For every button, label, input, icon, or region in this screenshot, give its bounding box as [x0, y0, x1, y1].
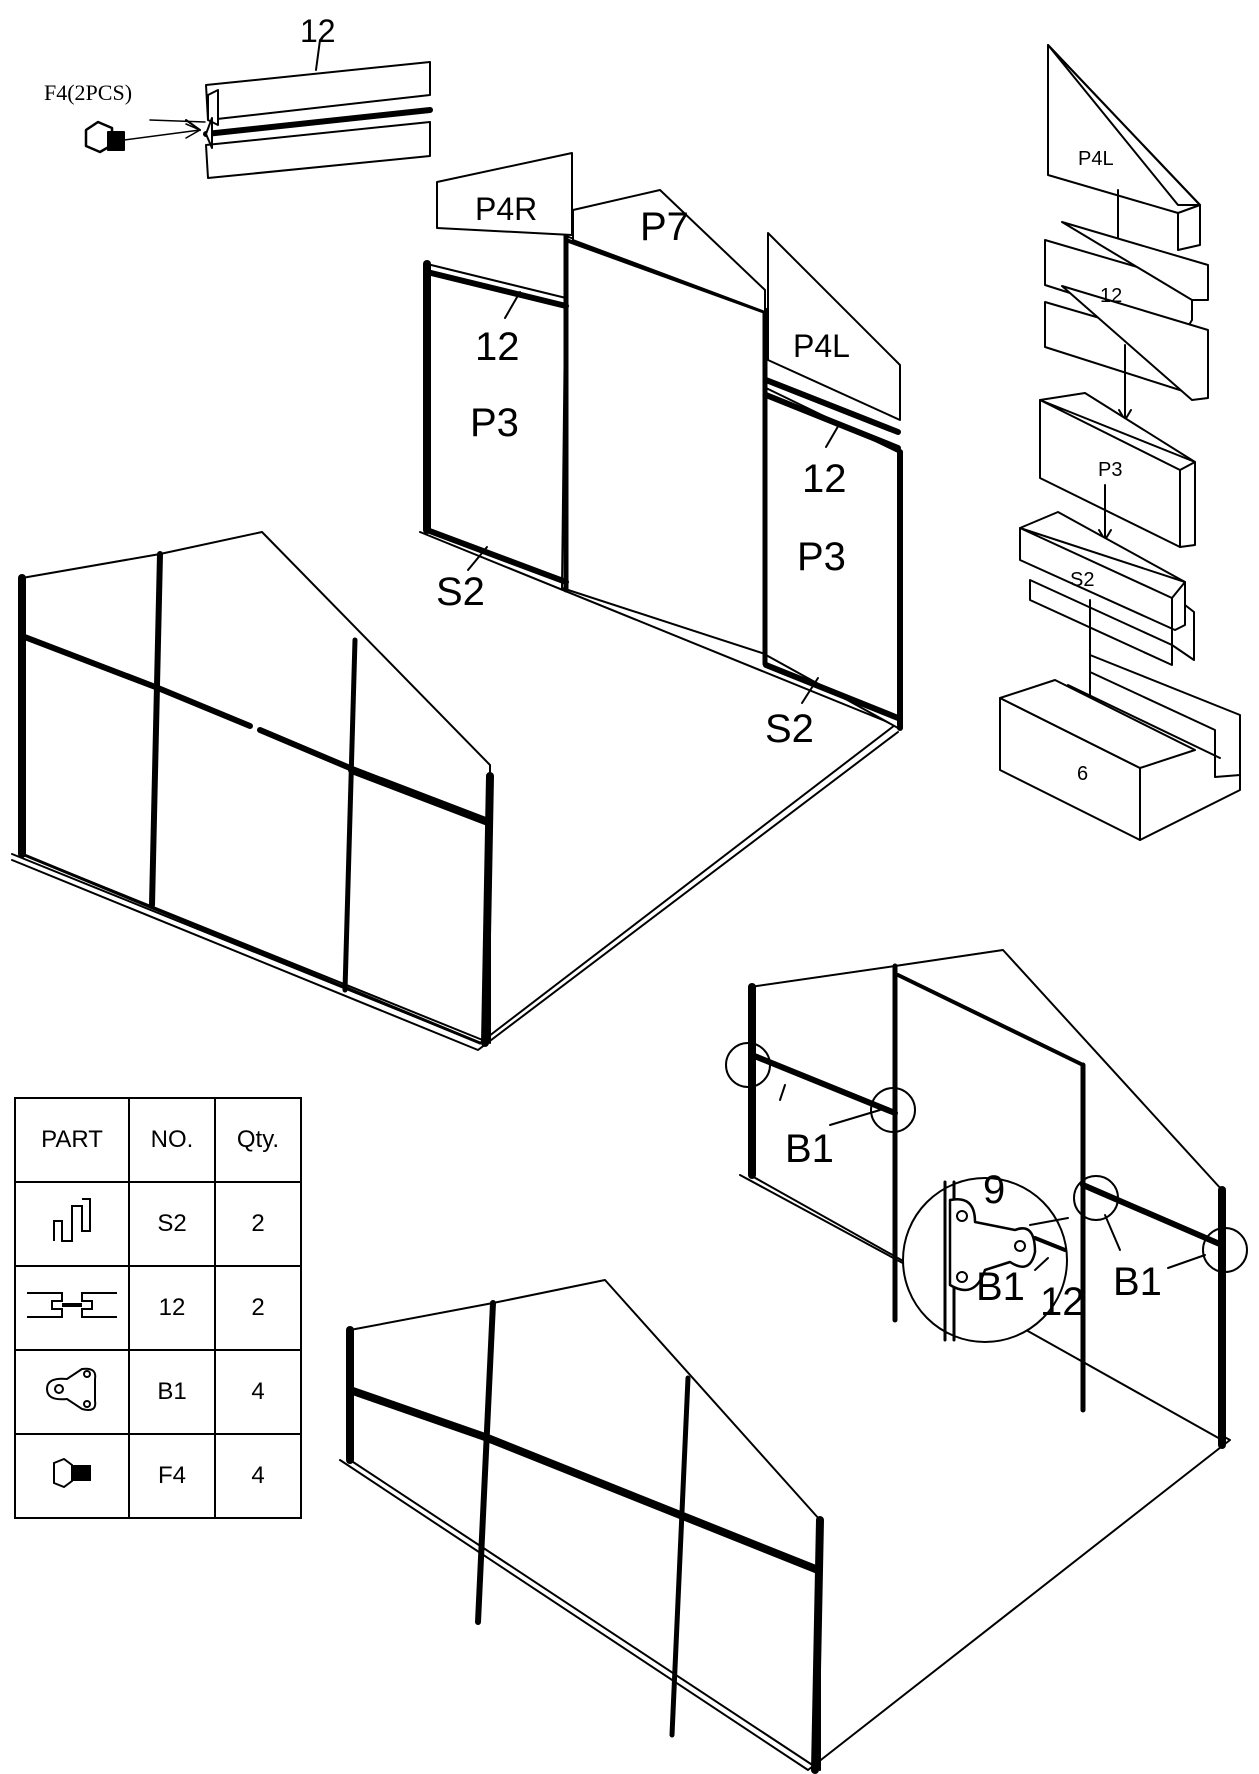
b1-bracket-icon	[14, 1349, 130, 1435]
part-no-cell: F4	[128, 1433, 216, 1519]
label-left-12: 12	[475, 325, 520, 369]
stack-base-6	[999, 654, 1241, 841]
table-row: F4 4	[14, 1433, 302, 1519]
table-row: B1 4	[14, 1349, 302, 1435]
label-f4-2pcs: F4(2PCS)	[44, 80, 132, 105]
stack-profile-s2	[1019, 511, 1195, 666]
back-wall-top	[423, 233, 903, 731]
label-zoom-b1: B1	[976, 1265, 1025, 1309]
label-left-p3: P3	[470, 401, 519, 445]
zoom-detail	[902, 1177, 1069, 1343]
qty-cell: 2	[214, 1181, 302, 1267]
label-left-s2: S2	[436, 570, 485, 614]
part-no-cell: B1	[128, 1349, 216, 1435]
label-stack-p3: P3	[1098, 459, 1122, 481]
label-right-12: 12	[802, 457, 847, 501]
stack-panel-p3	[1039, 392, 1196, 548]
header-no: NO.	[128, 1097, 216, 1183]
label-b1-left: B1	[785, 1127, 834, 1171]
bolt-icon	[14, 1433, 130, 1519]
label-zoom-12: 12	[1040, 1280, 1085, 1324]
h-profile-icon	[14, 1265, 130, 1351]
qty-cell: 4	[214, 1349, 302, 1435]
callout-leaders-top	[467, 291, 841, 704]
label-stack-s2: S2	[1070, 569, 1094, 591]
label-b1-right: B1	[1113, 1260, 1162, 1304]
gable-panels-top	[436, 152, 901, 435]
label-zoom-9: 9	[983, 1168, 1005, 1212]
stack-panel-p4l	[1047, 44, 1201, 251]
parts-table-header: PART NO. Qty.	[14, 1097, 302, 1183]
floor-top	[11, 531, 899, 1051]
stack-profile-12	[1044, 221, 1209, 401]
parts-table: PART NO. Qty. S2 2 12 2 B1 4 F4 4	[14, 1097, 302, 1519]
part-no-cell: 12	[128, 1265, 216, 1351]
label-stack-12: 12	[1100, 285, 1122, 307]
left-wall-bottom	[346, 1279, 824, 1774]
label-stack-p4l: P4L	[1078, 148, 1114, 170]
b1-callouts	[725, 1042, 1248, 1273]
qty-cell: 2	[214, 1265, 302, 1351]
label-p4r: P4R	[475, 191, 537, 227]
header-qty: Qty.	[214, 1097, 302, 1183]
label-right-p3: P3	[797, 535, 846, 579]
label-stack-6: 6	[1077, 763, 1088, 785]
table-row: S2 2	[14, 1181, 302, 1267]
label-right-s2: S2	[765, 707, 814, 751]
header-part: PART	[14, 1097, 130, 1183]
bolt-f4-detail	[84, 119, 206, 154]
label-top-12: 12	[300, 13, 336, 49]
qty-cell: 4	[214, 1433, 302, 1519]
part-no-cell: S2	[128, 1181, 216, 1267]
profile-12-detail	[203, 39, 433, 179]
label-p7: P7	[640, 205, 689, 249]
label-p4l: P4L	[793, 328, 850, 364]
table-row: 12 2	[14, 1265, 302, 1351]
left-wall-top	[18, 531, 494, 1047]
s2-profile-icon	[14, 1181, 130, 1267]
